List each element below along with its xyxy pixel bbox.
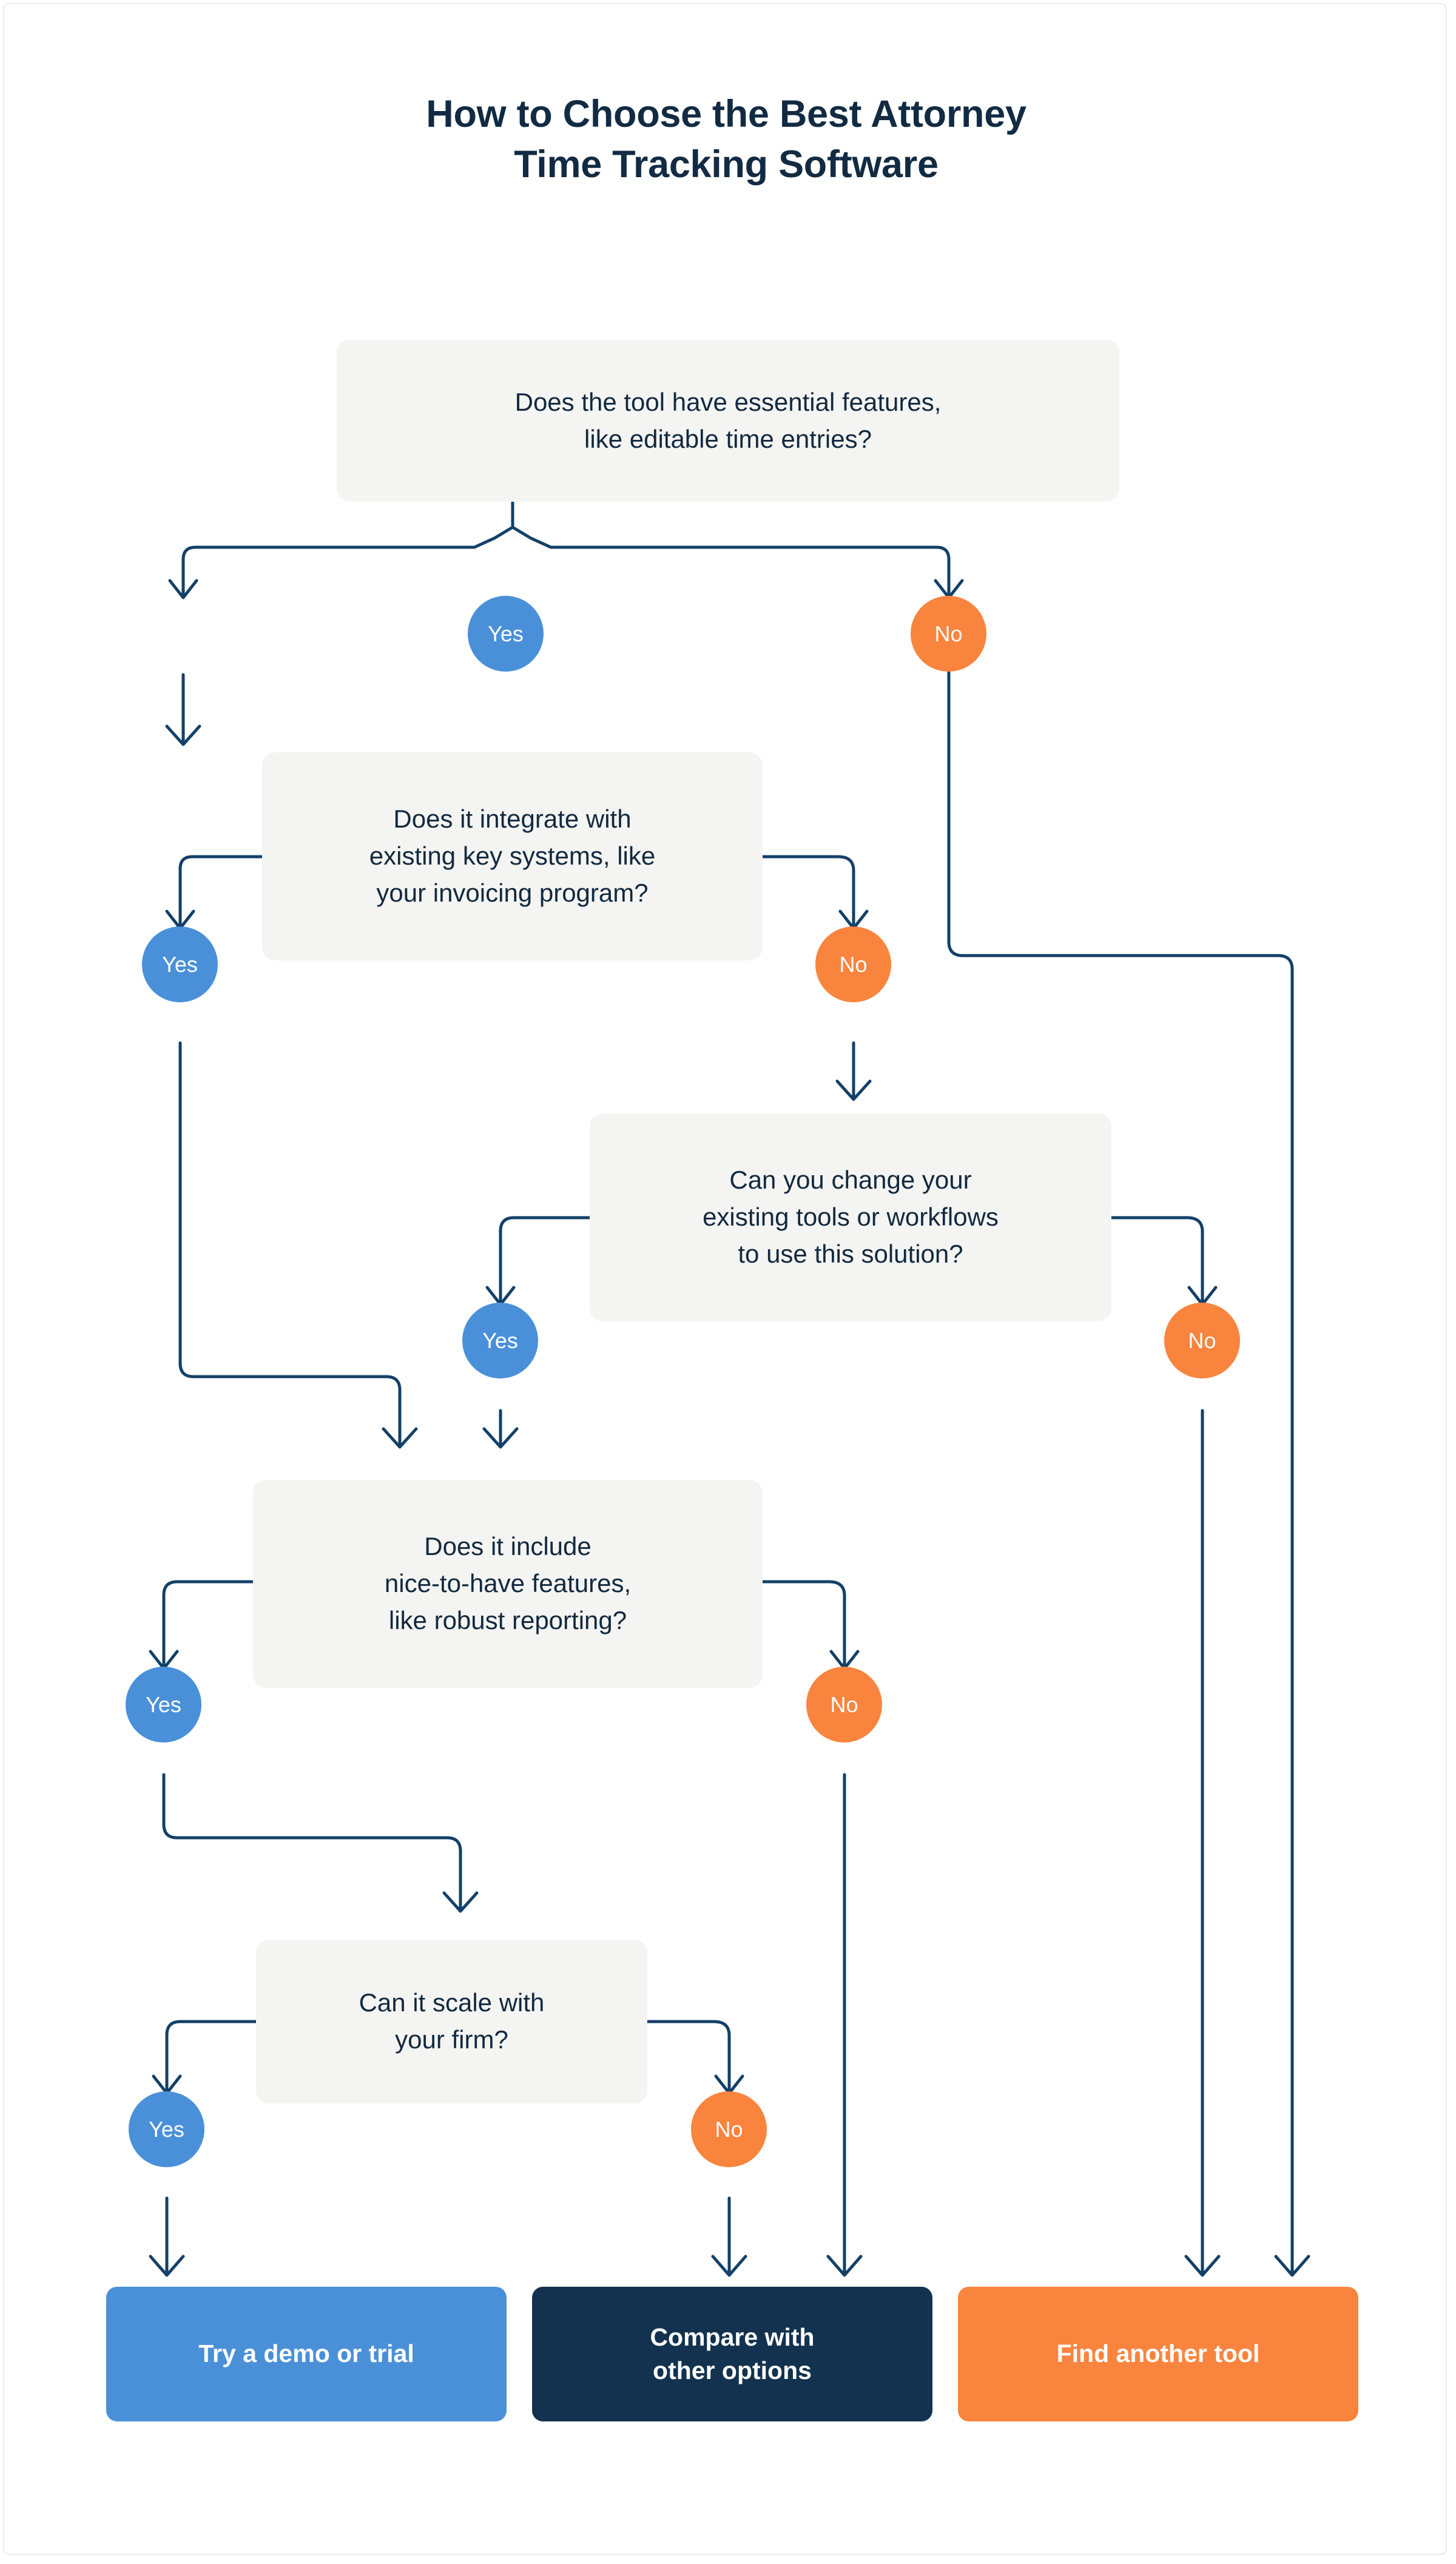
arrowhead-q3-top [835, 1079, 872, 1101]
decision-box-q2: Does it integrate with existing key syst… [262, 752, 763, 960]
branch-pill-q2-no: No [815, 926, 891, 1002]
branch-label: Yes [488, 621, 524, 646]
wire-q4-to-no [761, 1580, 846, 1668]
arrowhead-q5-top [442, 1891, 479, 1913]
outcome-box-compare-options: Compare with other options [532, 2287, 932, 2421]
arrowhead-r2-right [826, 2255, 863, 2277]
decision-box-q5: Can it scale with your firm? [256, 1940, 647, 2103]
outcome-label: Find another tool [1056, 2340, 1260, 2368]
arrowhead-q5-yes [152, 2074, 182, 2095]
arrowhead-q2-yes [165, 909, 195, 930]
branch-label: No [839, 951, 868, 977]
branch-pill-q5-no: No [691, 2091, 767, 2167]
branch-label: Yes [149, 2116, 184, 2142]
branch-pill-q4-yes: Yes [126, 1667, 201, 1743]
wire-q2-to-yes [178, 855, 264, 928]
decision-box-q3: Can you change your existing tools or wo… [590, 1113, 1111, 1321]
wire-q5-to-yes [165, 2020, 258, 2093]
page-title: How to Choose the Best Attorney Time Tra… [426, 93, 1026, 186]
arrowhead-q3-yes [485, 1286, 516, 1306]
arrowhead-q5-no [714, 2074, 744, 2095]
branch-label: No [934, 621, 963, 646]
wire-q1-to-no [511, 525, 951, 598]
branch-pill-q4-no: No [806, 1667, 882, 1743]
decision-box-q4: Does it include nice-to-have features, l… [253, 1480, 763, 1688]
branch-pill-q1-no: No [911, 596, 986, 672]
branch-pill-q2-yes: Yes [142, 926, 218, 1002]
arrowhead-q3-no [1187, 1286, 1218, 1306]
wire-q1-to-yes [181, 525, 514, 598]
arrowhead-r1 [149, 2255, 185, 2277]
arrowhead-q1-yes [168, 579, 198, 599]
arrowhead-q4-top-right [482, 1427, 519, 1449]
arrowhead-q4-no [829, 1650, 860, 1670]
branch-pill-q1-yes: Yes [468, 596, 544, 672]
arrowhead-q4-top-left [382, 1427, 418, 1449]
arrowhead-q2-no [838, 909, 869, 930]
outcome-box-try-demo: Try a demo or trial [106, 2287, 507, 2421]
branch-pill-q3-yes: Yes [462, 1303, 538, 1378]
outcome-box-find-another-tool: Find another tool [958, 2287, 1358, 2421]
arrowhead-q4-yes [149, 1650, 179, 1670]
arrowhead-q1-no [934, 579, 964, 599]
outcome-label: Try a demo or trial [198, 2340, 414, 2368]
branch-label: No [830, 1692, 858, 1717]
branch-label: Yes [482, 1328, 518, 1353]
infographic-card: How to Choose the Best Attorney Time Tra… [3, 3, 1447, 2555]
branch-pill-q3-no: No [1164, 1303, 1240, 1378]
arrowhead-r2-left [711, 2255, 747, 2277]
wire-q5-to-no [645, 2020, 731, 2093]
arrowhead-r3-left [1184, 2255, 1221, 2277]
wire-q4-to-yes [162, 1580, 255, 1668]
wire-q2yes-to-q4 [178, 1041, 402, 1447]
decision-box-q1: Does the tool have essential features, l… [337, 340, 1119, 502]
wire-q3-to-yes [499, 1216, 592, 1304]
wire-q4yes-to-q5 [162, 1773, 462, 1911]
wire-q1no-to-find-another-tool [947, 670, 1294, 2275]
branch-pill-q5-yes: Yes [129, 2091, 204, 2167]
arrowhead-q2-top [165, 724, 201, 746]
arrowhead-r3-right [1274, 2255, 1310, 2277]
branch-label: Yes [162, 951, 198, 977]
branch-label: Yes [146, 1692, 181, 1717]
branch-label: No [1188, 1328, 1216, 1353]
wire-q3-to-no [1110, 1216, 1204, 1304]
wire-q2-to-no [761, 855, 855, 928]
branch-label: No [715, 2116, 743, 2142]
outcome-label: Compare with other options [650, 2323, 815, 2384]
